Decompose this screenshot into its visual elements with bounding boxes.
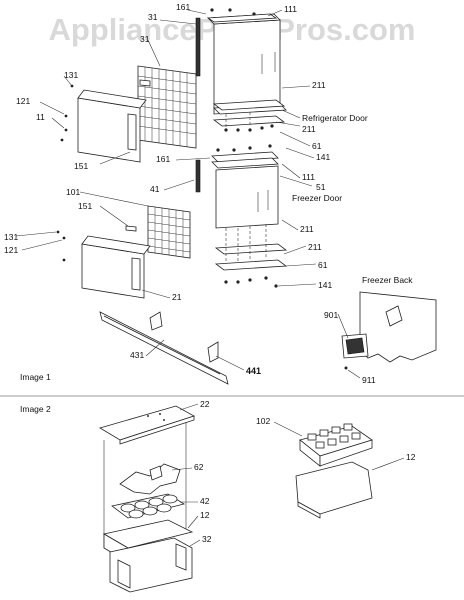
callout-141-upper: 141 [316, 152, 330, 162]
callout-131-lower: 131 [4, 232, 18, 242]
callout-32: 32 [202, 534, 212, 544]
screws-upper [210, 8, 274, 132]
callout-102: 102 [256, 416, 270, 426]
section-label-image1: Image 1 [20, 372, 51, 382]
callout-22: 22 [200, 399, 210, 409]
callout-12-left: 12 [200, 510, 210, 520]
caption-freezer-door: Freezer Door [292, 193, 342, 203]
callout-211-lower-b: 211 [308, 242, 322, 252]
callout-111-mid: 111 [302, 172, 315, 182]
upper-divider-strip [195, 17, 201, 77]
callout-431: 431 [130, 350, 144, 360]
ice-tray [111, 493, 186, 519]
leader-lines-image1 [15, 9, 361, 379]
callout-12-right: 12 [406, 452, 416, 462]
ice-crusher-assembly [119, 463, 181, 495]
callout-51: 51 [316, 182, 326, 192]
callout-161-top: 161 [176, 2, 190, 12]
callout-121-lower: 121 [4, 245, 18, 255]
leader-lines-image2 [171, 403, 405, 547]
bottom-trim-bar-lower [214, 243, 288, 271]
callout-42: 42 [200, 496, 210, 506]
callout-21: 21 [172, 292, 182, 302]
callout-141-lower: 141 [318, 280, 332, 290]
lower-left-door [56, 230, 151, 299]
callout-31-top: 31 [148, 12, 158, 22]
upper-left-door [60, 84, 147, 163]
middle-divider-strip [195, 159, 201, 193]
callout-151-upper: 151 [74, 161, 88, 171]
alignment-lines [225, 112, 267, 262]
freezer-back-panel [341, 291, 437, 370]
ice-bin-lid [99, 405, 195, 445]
callout-911: 911 [362, 375, 376, 385]
lower-ice-grid-panel [125, 205, 191, 259]
callout-61-lower: 61 [318, 260, 328, 270]
callout-211-upper-b: 211 [302, 124, 316, 134]
section-label-image2: Image 2 [20, 404, 51, 414]
callout-62: 62 [194, 462, 204, 472]
upper-ice-grid-panel [137, 65, 197, 149]
callout-41: 41 [150, 184, 160, 194]
callout-901: 901 [324, 310, 338, 320]
callout-111-top: 111 [284, 4, 297, 14]
callout-211-lower-a: 211 [300, 224, 314, 234]
long-rail [99, 311, 229, 385]
bottom-trim-bar-upper [212, 99, 286, 127]
callout-11: 11 [36, 112, 45, 122]
callout-101: 101 [66, 187, 80, 197]
callout-121-upper: 121 [16, 96, 30, 106]
callout-161-mid: 161 [156, 154, 170, 164]
refrigerator-door-panel [207, 13, 287, 115]
callout-151-lower: 151 [78, 201, 92, 211]
callout-131-upper: 131 [64, 70, 78, 80]
caption-refrigerator-door: Refrigerator Door [302, 113, 368, 123]
caption-freezer-back: Freezer Back [362, 275, 413, 285]
callout-31-mid: 31 [140, 34, 150, 44]
callout-61-upper: 61 [312, 141, 322, 151]
right-ice-tray-assembly [295, 423, 373, 519]
callout-211-upper-a: 211 [312, 80, 326, 90]
callout-441: 441 [246, 366, 261, 376]
top-trim-bar-upper [206, 13, 278, 23]
freezer-door-panel [211, 151, 279, 229]
screws-lower [216, 144, 278, 288]
ice-bin-housing [102, 519, 194, 593]
